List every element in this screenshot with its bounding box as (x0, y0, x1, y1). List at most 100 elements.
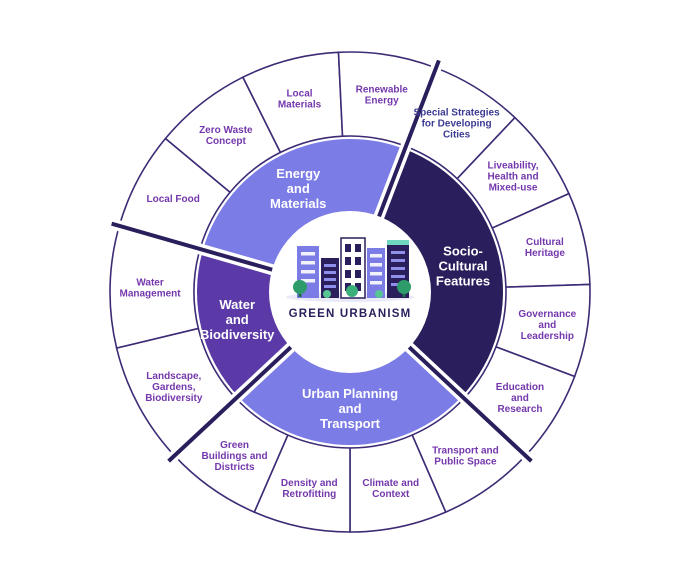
inner-segment-water-and-biodiversity (197, 249, 292, 397)
outer-label-liveability-health-mixed-use-line: Mixed-use (489, 183, 538, 194)
outer-label-local-food: Local Food (147, 194, 200, 205)
group-dividers (111, 59, 534, 464)
inner-label-water-and-biodiversity-line: and (226, 312, 249, 327)
group-divider-line (375, 59, 441, 222)
building-window (301, 261, 315, 265)
center: GREEN URBANISM (269, 211, 431, 373)
outer-label-green-buildings-and-districts-line: Districts (215, 462, 255, 473)
inner-segment-energy-and-materials (202, 138, 405, 270)
building-window (355, 244, 361, 252)
outer-label-transport-and-public-space-line: Public Space (434, 456, 497, 467)
buildings-illustration (286, 237, 414, 302)
outer-label-governance-and-leadership-line: and (538, 320, 556, 331)
building-window (301, 252, 315, 256)
inner-label-energy-and-materials-line: and (287, 181, 310, 196)
building-window (345, 270, 351, 278)
outer-label-landscape-gardens-biodiversity-line: Biodiversity (145, 393, 203, 404)
inner-label-socio-cultural-features-line: Cultural (438, 259, 487, 274)
outer-label-education-and-research-line: Education (496, 382, 544, 393)
outer-label-governance-and-leadership-line: Leadership (521, 331, 574, 342)
tree-icon (397, 280, 411, 294)
outer-label-cultural-heritage-line: Heritage (525, 248, 565, 259)
building-window (370, 254, 382, 258)
outer-label-special-strategies-developing-cities-line: Cities (443, 129, 471, 140)
inner-label-water-and-biodiversity-line: Water (219, 297, 255, 312)
outer-label-special-strategies-developing-cities-line: for Developing (422, 118, 492, 129)
outer-label-renewable-energy-line: Energy (365, 96, 399, 107)
outer-label-renewable-energy-line: Renewable (356, 85, 409, 96)
outer-label-education-and-research-line: and (511, 393, 529, 404)
outer-label-zero-waste-concept-line: Concept (206, 136, 247, 147)
inner-ring (197, 138, 504, 446)
inner-segment-urban-planning-and-transport (238, 346, 462, 446)
building-window (324, 264, 336, 267)
outer-label-transport-and-public-space-line: Transport and (432, 445, 499, 456)
outer-label-water-management-line: Water (136, 278, 164, 289)
outer-label-special-strategies-developing-cities-line: Special Strategies (414, 107, 501, 118)
outer-label-green-buildings-and-districts-line: Buildings and (202, 451, 268, 462)
bush-icon (375, 290, 383, 298)
outer-label-liveability-health-mixed-use-line: Liveability, (488, 161, 539, 172)
inner-label-urban-planning-and-transport-line: and (338, 401, 361, 416)
building-window (370, 263, 382, 267)
outer-label-education-and-research-line: Research (497, 404, 542, 415)
building-window (370, 272, 382, 276)
building-window (345, 257, 351, 265)
building-window (301, 270, 315, 274)
group-divider-line (167, 342, 296, 463)
outer-label-landscape-gardens-biodiversity-line: Landscape, (146, 371, 201, 382)
inner-label-socio-cultural-features-line: Socio- (443, 244, 483, 259)
tree-icon (346, 285, 358, 297)
bush-icon (323, 290, 331, 298)
outer-label-cultural-heritage-line: Cultural (526, 237, 564, 248)
building-window (355, 283, 361, 291)
building-window (301, 279, 315, 283)
building-window (370, 281, 382, 285)
outer-label-water-management-line: Management (119, 289, 181, 300)
outer-label-climate-and-context-line: Climate and (362, 478, 419, 489)
inner-label-urban-planning-and-transport-line: Transport (320, 416, 381, 431)
inner-segment-socio-cultural-features (378, 149, 504, 397)
tree-icon (293, 280, 307, 294)
building-window (391, 267, 405, 270)
outer-label-liveability-health-mixed-use-line: Health and (487, 172, 538, 183)
outer-label-density-and-retrofitting-line: Density and (281, 478, 338, 489)
inner-label-socio-cultural-features-line: Features (436, 274, 490, 289)
outer-label-governance-and-leadership-line: Governance (518, 309, 576, 320)
group-divider-line (111, 221, 278, 273)
outer-label-green-buildings-and-districts-line: Green (220, 440, 249, 451)
outer-label-density-and-retrofitting-line: Retrofitting (282, 489, 336, 500)
building-window (324, 285, 336, 288)
inner-label-urban-planning-and-transport-line: Urban Planning (302, 386, 398, 401)
group-divider-line (404, 342, 533, 463)
inner-label-energy-and-materials-line: Materials (270, 196, 326, 211)
building-window (391, 259, 405, 262)
building-window (355, 257, 361, 265)
building-window (324, 271, 336, 274)
outer-label-local-materials-line: Local (286, 89, 312, 100)
outer-label-climate-and-context-line: Context (372, 489, 410, 500)
outer-ring (109, 51, 591, 533)
building-window (391, 275, 405, 278)
outer-label-local-food-line: Local Food (147, 194, 200, 205)
outer-label-landscape-gardens-biodiversity: Landscape,Gardens,Biodiversity (145, 371, 203, 404)
building-window (391, 251, 405, 254)
building-window (355, 270, 361, 278)
center-title: GREEN URBANISM (289, 308, 412, 320)
